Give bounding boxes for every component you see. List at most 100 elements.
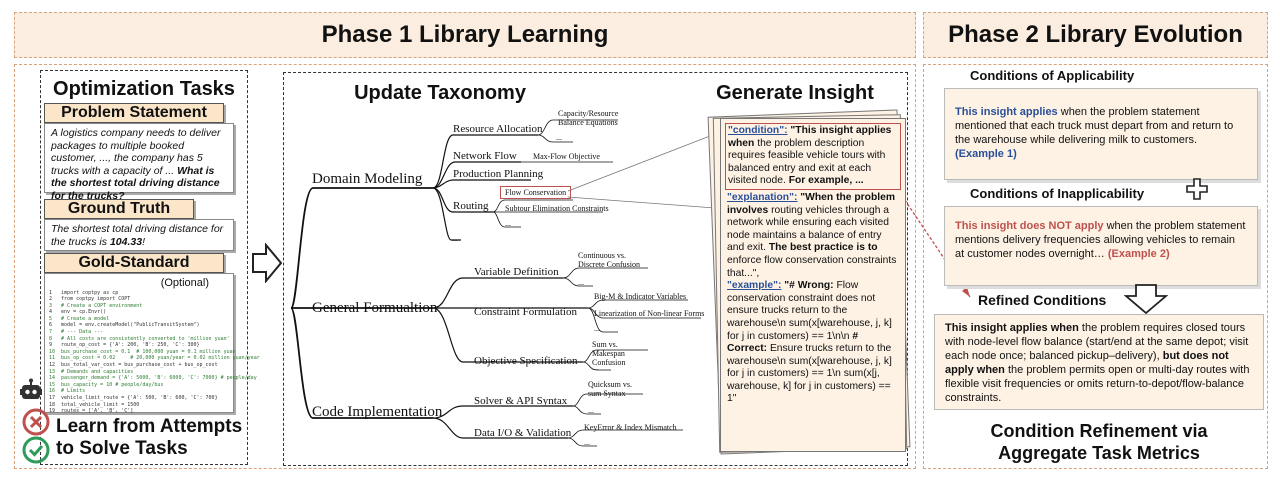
code-line: 15 bus_capacity = 10 # people/day/bus: [49, 381, 164, 388]
problem-statement-body: A logistics company needs to deliver pac…: [44, 123, 234, 202]
refined-text: the problem requires closed tours with n…: [945, 322, 1249, 362]
production-planning: Production Planning: [453, 168, 544, 180]
code-implementation: Code Implementation: [312, 404, 443, 420]
routing: Routing: [453, 200, 489, 212]
connector-bottom: [567, 196, 729, 210]
footer-caption: Condition Refinement via Aggregate Task …: [934, 420, 1264, 464]
taxonomy-title: Update Taxonomy: [354, 82, 526, 104]
explanation-bold: "When the problem involves: [727, 191, 895, 216]
big-m: Big-M & Indicator Variables: [594, 292, 687, 301]
truth-value: 104.33: [109, 235, 143, 248]
code-line: 11 bus_op_cost = 0.02 # 20,000 yuan/year…: [49, 355, 260, 362]
code-line: 4 env = cp.Envr(): [49, 309, 107, 316]
explanation-bold2: The best practice is to: [768, 242, 878, 254]
taxonomy-tree: [290, 119, 701, 447]
solver-ellipsis: ...: [588, 406, 594, 415]
refined-title: Refined Conditions: [978, 292, 1107, 308]
robot-icon: [20, 378, 42, 399]
condition-text: the problem description requires feasibl…: [728, 137, 886, 187]
quicksum: Quicksum vs. sum Syntax: [588, 380, 632, 398]
taxonomy-branches: [290, 187, 433, 419]
capacity-balance: Capacity/Resource Balance Equations: [558, 109, 619, 127]
phase2-panel: [923, 64, 1268, 469]
ground-truth-body: The shortest total driving distance for …: [44, 219, 234, 251]
refined-card: This insight applies when the problem re…: [934, 314, 1264, 410]
code-line: 8 # All costs are consistently converted…: [49, 335, 230, 342]
condition-box: "condition": "This insight applies when …: [725, 123, 901, 190]
code-line: 10 bus_purchase_cost = 0.1 # 100,000 yua…: [49, 348, 236, 355]
phase1-panel: [14, 64, 916, 469]
domain-ellipsis: ...: [452, 234, 458, 243]
example-bold2: # Correct:: [727, 330, 859, 355]
code-line: 7 # --- Data ---: [49, 329, 104, 336]
code-line: 9 route_op_cost = {'A': 200, 'B': 250, '…: [49, 342, 200, 349]
vardef-ellipsis: ...: [578, 278, 584, 287]
condition-bold: "This insight applies when: [728, 125, 892, 149]
phase1-title: Phase 1 Library Learning: [321, 21, 609, 48]
learn-line2: to Solve Tasks: [56, 438, 188, 459]
tasks-title: Optimization Tasks: [53, 78, 235, 100]
refine-arrowhead: [962, 287, 970, 297]
phase1-header: Phase 1 Library Learning: [14, 12, 916, 58]
refined-lead: This insight applies when: [945, 322, 1079, 334]
network-flow: Network Flow: [453, 150, 517, 162]
condition-key: "condition":: [728, 125, 788, 136]
key-error: KeyError & Index Mismatch: [584, 423, 677, 432]
constraint-formulation: Constraint Formulation: [474, 306, 577, 318]
code-line: 5 # Create a model: [49, 315, 110, 322]
insight-content: "condition": "This insight applies when …: [725, 123, 901, 406]
inapplicability-lead: This insight does NOT apply: [955, 220, 1104, 232]
refined-text2: the problem permits open or multi-day ro…: [945, 364, 1250, 404]
program-optional: (Optional): [160, 277, 209, 289]
ground-truth-header: Ground Truth: [44, 199, 194, 219]
example-text2: Ensure trucks return to the warehouse\n …: [727, 343, 892, 405]
arrow-right-icon: [252, 243, 282, 283]
program-header: Gold-Standard Program: [44, 253, 224, 289]
example-text: Flow conservation constraint does not en…: [727, 280, 892, 342]
connector-top: [567, 128, 729, 192]
applicability-example: (Example 1): [955, 148, 1017, 160]
condition-tail: For example, ...: [788, 175, 864, 187]
example-bold: "# Wrong:: [784, 280, 834, 292]
continuous-discrete: Continuous vs. Discrete Confusion: [578, 251, 640, 269]
refined-bold: but does not apply when: [945, 350, 1229, 376]
problem-statement-header: Problem Statement: [44, 103, 224, 123]
routing-ellipsis: ...: [505, 219, 511, 228]
general-formulation: General Formualtion: [312, 300, 438, 316]
taxonomy-leaves: [492, 119, 701, 447]
insight-title: Generate Insight: [716, 82, 874, 104]
objective-specification: Objective Specification: [474, 355, 578, 367]
applicability-card: This insight applies when the problem st…: [944, 88, 1258, 180]
code-line: 6 model = env.createModel("PublicTransit…: [49, 322, 200, 329]
dataio-ellipsis: ...: [584, 438, 590, 447]
sum-makespan: Sum vs. Makespan Confusion: [592, 340, 626, 367]
flow-conservation: Flow Conservation: [500, 186, 572, 199]
learn-line1: Learn from Attempts: [56, 416, 243, 437]
resource-ellipsis: ...: [556, 133, 562, 142]
inapplicability-example: (Example 2): [1107, 248, 1170, 260]
learning-panel: [283, 72, 908, 466]
arrow-down-icon: [1124, 284, 1168, 314]
explanation-text: routing vehicles through a network while…: [727, 204, 890, 254]
footer-line1: Condition Refinement via: [990, 421, 1208, 441]
code-line: 17 vehicle_limit_route = {'A': 500, 'B':…: [49, 395, 218, 401]
code-line: 14 passenger_demand = {'A': 5000, 'B': 6…: [49, 375, 257, 382]
inapplicability-text: when the problem statement mentions deli…: [955, 220, 1246, 260]
learn-caption: Learn from Attempts to Solve Tasks: [56, 416, 242, 460]
explanation-text2: enforce flow conservation constraints th…: [727, 254, 897, 279]
footer-line2: Aggregate Task Metrics: [998, 443, 1200, 463]
resource-allocation: Resource Allocation: [453, 123, 543, 135]
code-line: 13 # Demands and capacities: [49, 368, 134, 375]
variable-definition: Variable Definition: [474, 266, 559, 278]
truth-text: The shortest total driving distance for …: [51, 223, 224, 248]
plus-icon: [1186, 178, 1208, 200]
applicability-text: when the problem statement mentioned tha…: [955, 106, 1234, 146]
code-line: 18 total_vehicle_limit = 1500: [49, 401, 140, 408]
code-line: 1 import coptpy as cp: [49, 289, 119, 296]
applicability-lead: This insight applies: [955, 106, 1058, 118]
cross-icon: [22, 408, 50, 436]
domain-modeling: Domain Modeling: [312, 171, 423, 187]
code-line: 2 from coptpy import COPT: [49, 296, 131, 303]
taxonomy-subbranches: [432, 134, 588, 439]
